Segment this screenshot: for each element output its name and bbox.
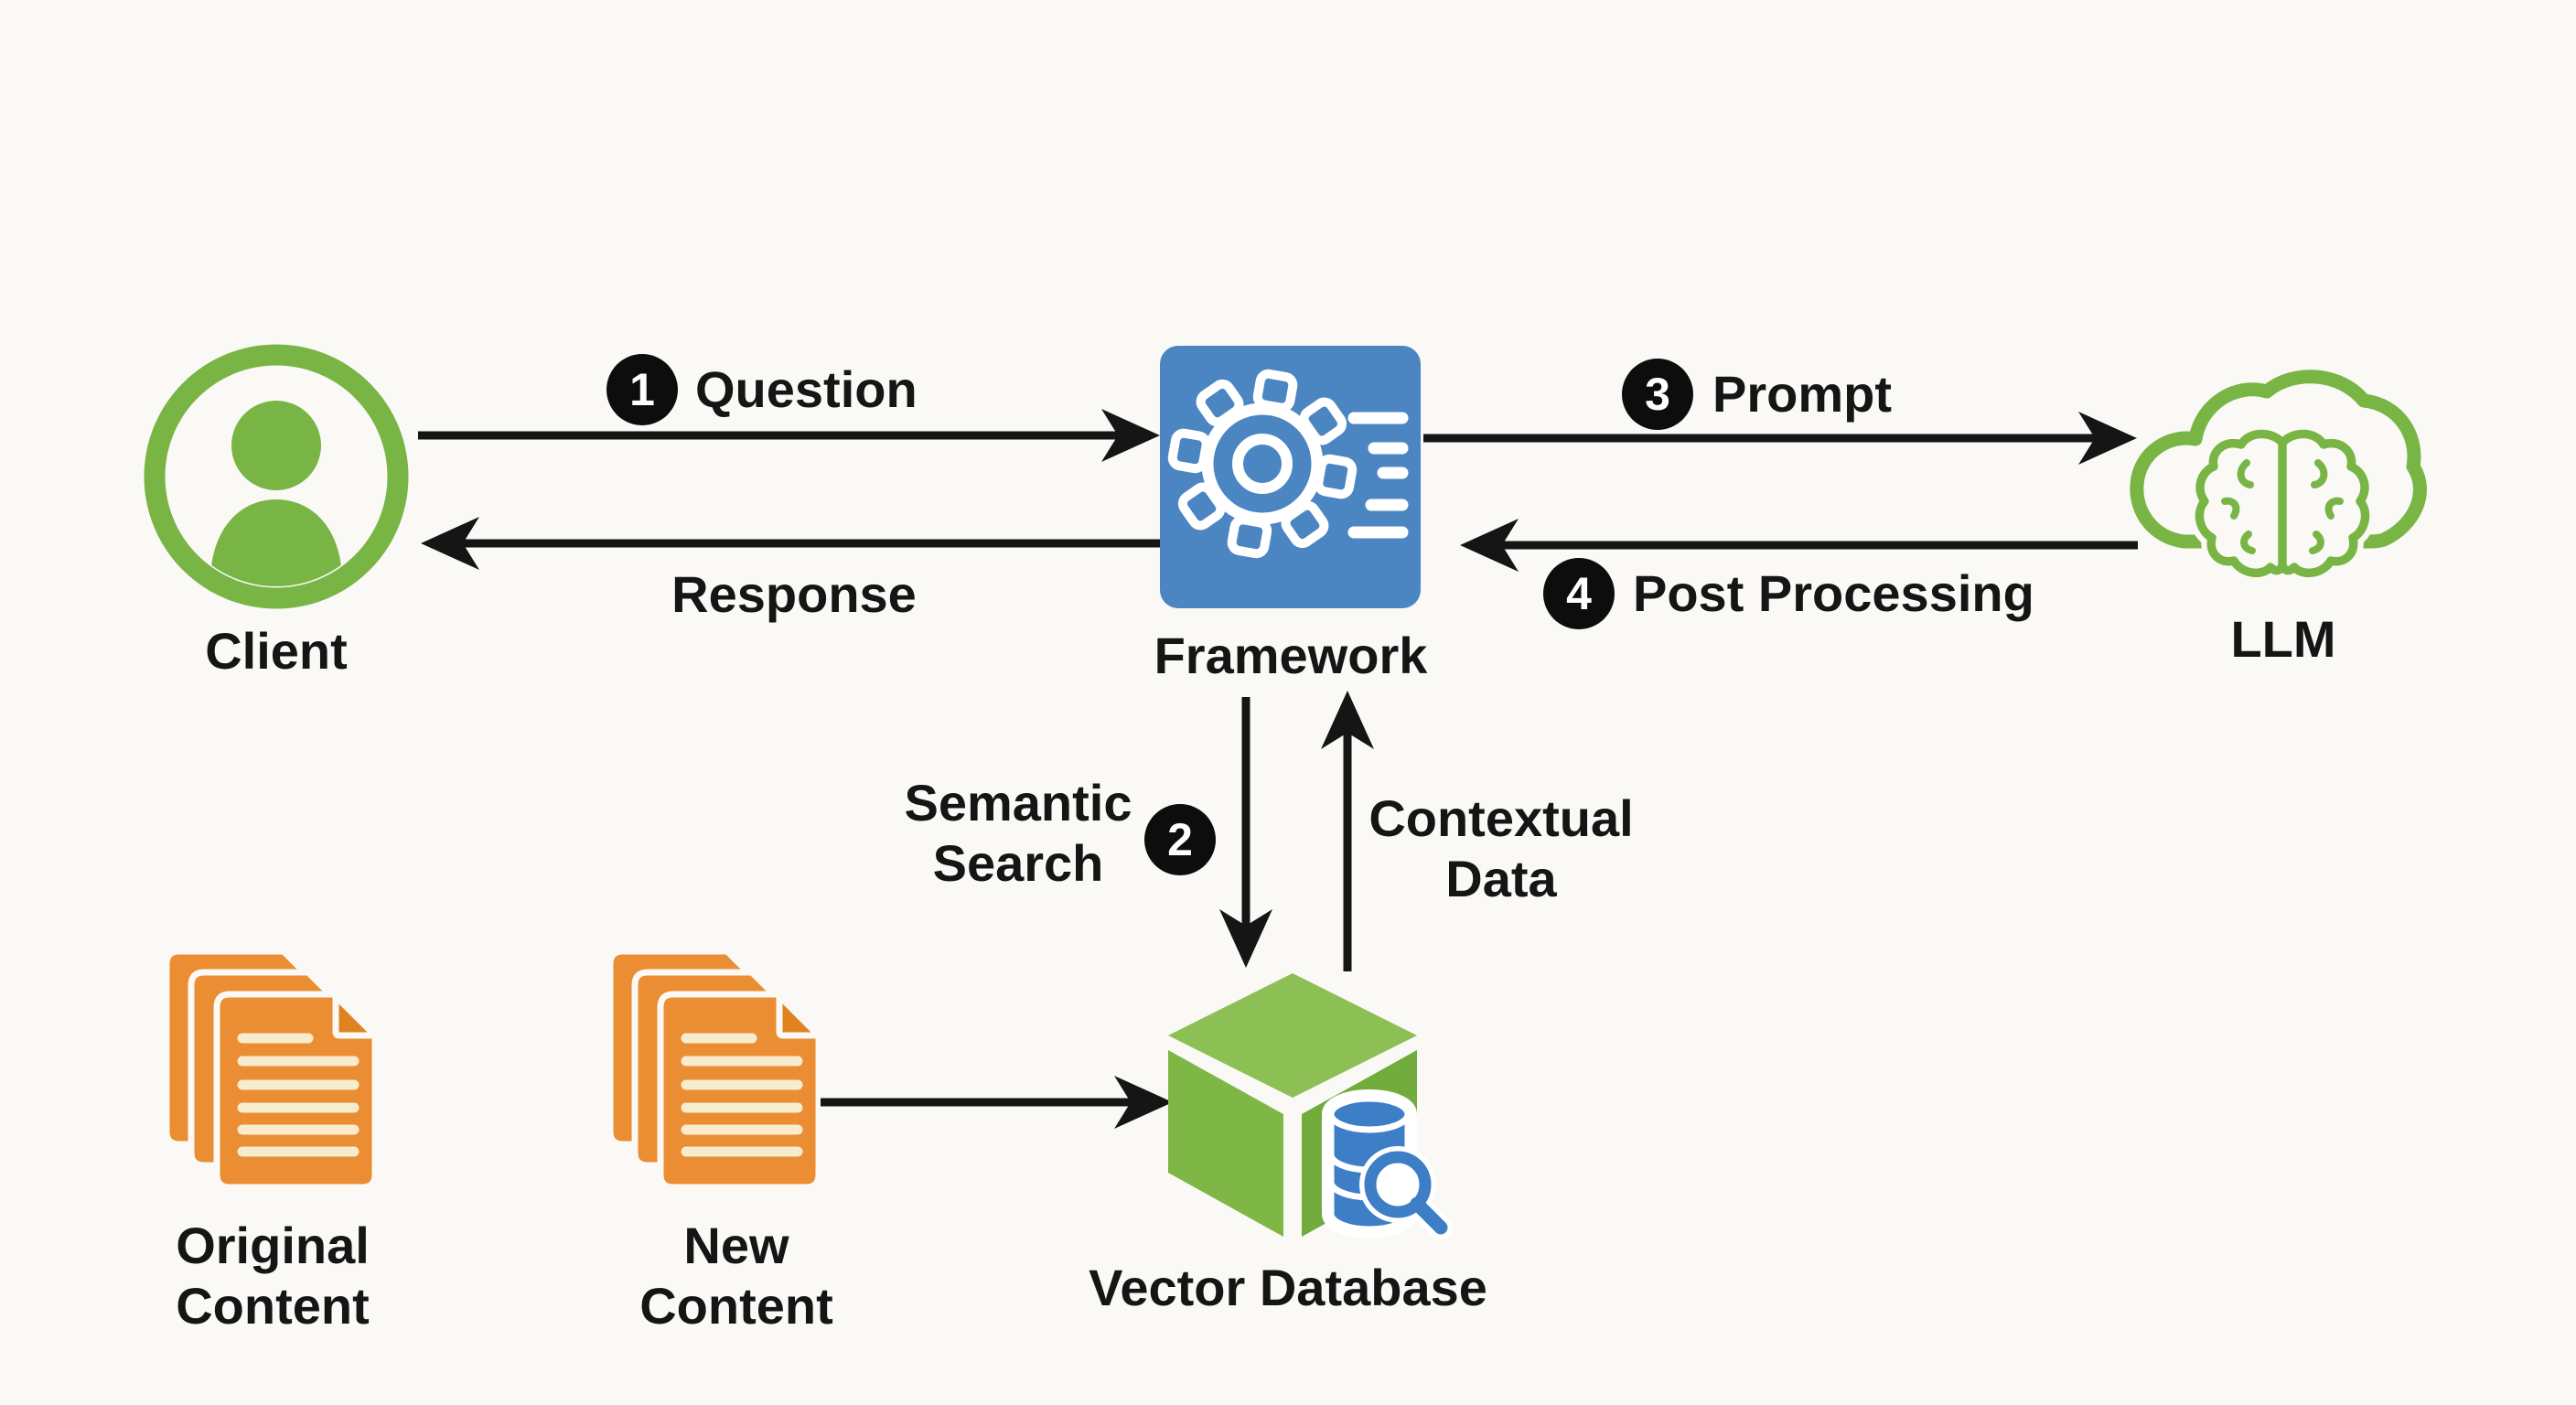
semantic-search-label-line2: Search <box>932 834 1104 892</box>
arrow-response <box>421 517 1160 570</box>
framework-label: Framework <box>1154 627 1428 684</box>
contextual-data-label-line2: Data <box>1445 850 1557 907</box>
magnifier-icon <box>1359 1146 1453 1239</box>
arrow-prompt <box>1423 412 2137 465</box>
post-processing-label: Post Processing <box>1633 564 2034 622</box>
semantic-search-label: Semantic Search <box>905 773 1132 894</box>
new-content-label-line1: New <box>683 1217 789 1274</box>
prompt-label: Prompt <box>1712 365 1892 423</box>
arrow-content-ingest <box>814 1076 1173 1129</box>
original-content-label-line2: Content <box>176 1277 370 1335</box>
step-badge-4: 4 <box>1543 558 1615 629</box>
user-circle-icon <box>144 344 409 609</box>
step-badge-1: 1 <box>606 354 678 425</box>
new-content-label: New Content <box>639 1216 833 1336</box>
response-label: Response <box>671 565 917 623</box>
new-content-label-line2: Content <box>639 1277 833 1335</box>
semantic-search-label-line1: Semantic <box>904 774 1132 831</box>
arrow-post-processing <box>1460 519 2138 572</box>
llm-label: LLM <box>2230 610 2336 668</box>
gear-icon <box>1167 369 1409 559</box>
arrow-semantic-search <box>1219 697 1272 968</box>
step-badge-2: 2 <box>1144 804 1216 875</box>
document-stack-icon <box>610 951 821 1189</box>
arrow-contextual-data <box>1321 691 1374 971</box>
speed-lines-icon <box>1347 412 1409 539</box>
arrow-question <box>418 409 1160 462</box>
question-label: Question <box>695 360 918 418</box>
contextual-data-label-line1: Contextual <box>1368 789 1634 847</box>
cube-database-search-icon <box>1168 973 1453 1239</box>
framework-box <box>1160 346 1421 608</box>
client-label: Client <box>205 622 348 680</box>
cloud-brain-icon <box>2130 370 2427 584</box>
original-content-label-line1: Original <box>176 1217 370 1274</box>
step-badge-3: 3 <box>1622 359 1693 430</box>
document-stack-icon <box>166 951 377 1189</box>
contextual-data-label: Contextual Data <box>1368 788 1633 909</box>
original-content-label: Original Content <box>176 1216 370 1336</box>
vector-database-label: Vector Database <box>1089 1259 1487 1316</box>
